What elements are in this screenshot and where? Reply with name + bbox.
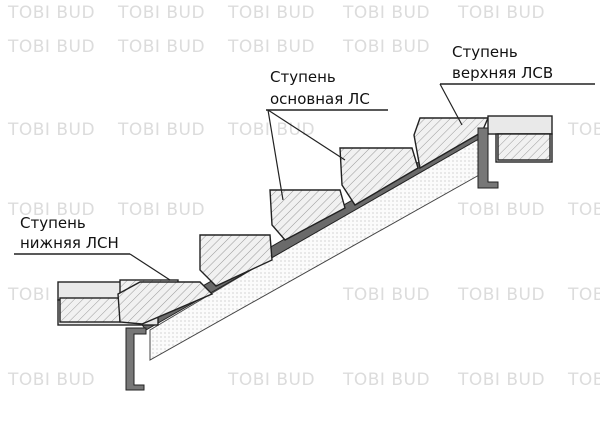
- label-mid: Ступень основная ЛС: [266, 68, 388, 201]
- label-top-leader: [439, 83, 463, 126]
- lower-bracket: [125, 327, 147, 391]
- step-main-3: [339, 147, 419, 206]
- watermark-text: TOBI BUD: [457, 285, 545, 305]
- label-mid-line1: Ступень: [270, 68, 336, 86]
- label-low-leader: [129, 253, 171, 281]
- watermark-text: TOBI BUD: [7, 120, 95, 140]
- upper-bracket: [477, 127, 499, 189]
- watermark-text: TOBI BUD: [567, 370, 600, 390]
- step-main-2: [269, 189, 346, 241]
- label-mid-leader-2: [267, 109, 346, 161]
- label-top-line2: верхняя ЛСВ: [452, 64, 553, 82]
- watermark-text: TOBI BUD: [342, 285, 430, 305]
- watermark-text: TOBI BUD: [342, 37, 430, 57]
- label-top-line1: Ступень: [452, 43, 518, 61]
- watermark-text: TOBI BUD: [567, 200, 600, 220]
- label-low: Ступень нижняя ЛСН: [14, 214, 171, 281]
- watermark-text: TOBI BUD: [117, 120, 205, 140]
- watermark-text: TOBI BUD: [227, 3, 315, 23]
- watermark-text: TOBI BUD: [7, 370, 95, 390]
- label-mid-leader-1: [267, 109, 284, 201]
- watermark-text: TOBI BUD: [342, 370, 430, 390]
- watermark-text: TOBI BUD: [117, 200, 205, 220]
- label-top: Ступень верхняя ЛСВ: [439, 43, 595, 126]
- watermark-text: TOBI BUD: [567, 120, 600, 140]
- watermark-text: TOBI BUD: [227, 370, 315, 390]
- step-lower: [117, 281, 214, 325]
- step-upper: [413, 117, 490, 170]
- watermark-text: TOBI BUD: [457, 200, 545, 220]
- step-main-1: [199, 234, 273, 287]
- watermark-text: TOBI BUD: [342, 3, 430, 23]
- watermark-text: TOBI BUD: [7, 3, 95, 23]
- label-low-line1: Ступень: [20, 214, 86, 232]
- label-low-line2: нижняя ЛСН: [20, 234, 119, 252]
- watermark-text: TOBI BUD: [7, 37, 95, 57]
- watermark-text: TOBI BUD: [567, 285, 600, 305]
- upper-landing: [477, 115, 553, 189]
- watermark-text: TOBI BUD: [457, 3, 545, 23]
- watermark-text: TOBI BUD: [117, 3, 205, 23]
- watermark-layer: TOBI BUD TOBI BUD TOBI BUD TOBI BUD TOBI…: [7, 3, 600, 390]
- watermark-text: TOBI BUD: [7, 200, 95, 220]
- label-mid-line2: основная ЛС: [270, 90, 370, 108]
- watermark-text: TOBI BUD: [227, 37, 315, 57]
- watermark-text: TOBI BUD: [457, 370, 545, 390]
- watermark-text: TOBI BUD: [117, 37, 205, 57]
